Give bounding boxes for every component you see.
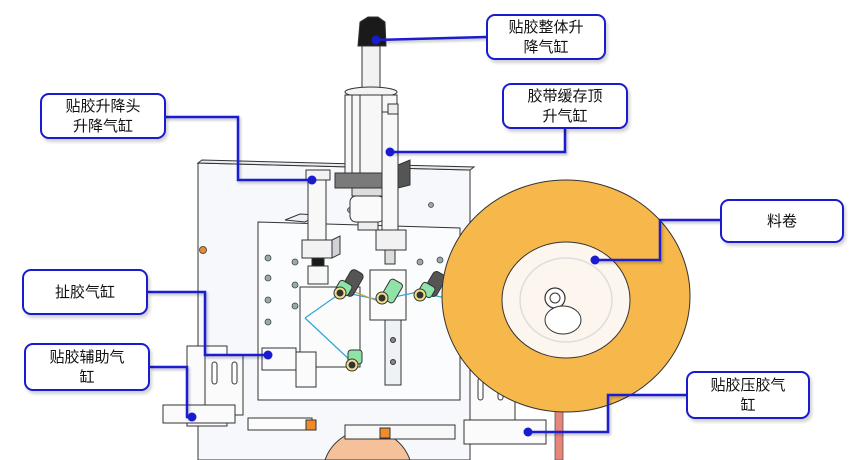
head-lift-cylinder-body [301, 169, 341, 285]
label-head-lift-cylinder: 贴胶升降头 升降气缸 [40, 93, 166, 139]
guide-roller [413, 271, 447, 302]
label-material-roll: 料卷 [720, 199, 844, 243]
material-roll-body [441, 179, 691, 413]
label-auxiliary-cylinder: 贴胶辅助气 缸 [24, 343, 150, 391]
guide-roller [333, 269, 364, 300]
label-overall-lift-cylinder: 贴胶整体升 降气缸 [486, 14, 606, 60]
guide-roller [375, 278, 403, 305]
plate-holes [264, 202, 444, 326]
guide-rollers [333, 269, 447, 372]
label-pull-tape-cylinder: 扯胶气缸 [22, 269, 148, 315]
frame-bolt [199, 246, 207, 254]
buffer-jack-cylinder-body [375, 103, 407, 265]
bottom-left-brackets [162, 345, 317, 431]
label-buffer-jack-cylinder: 胶带缓存顶 升气缸 [502, 83, 628, 129]
guide-roller [345, 349, 363, 372]
press-pad [324, 424, 456, 460]
callout-dots [187, 35, 600, 437]
label-press-cylinder: 贴胶压胶气 缸 [686, 371, 810, 419]
